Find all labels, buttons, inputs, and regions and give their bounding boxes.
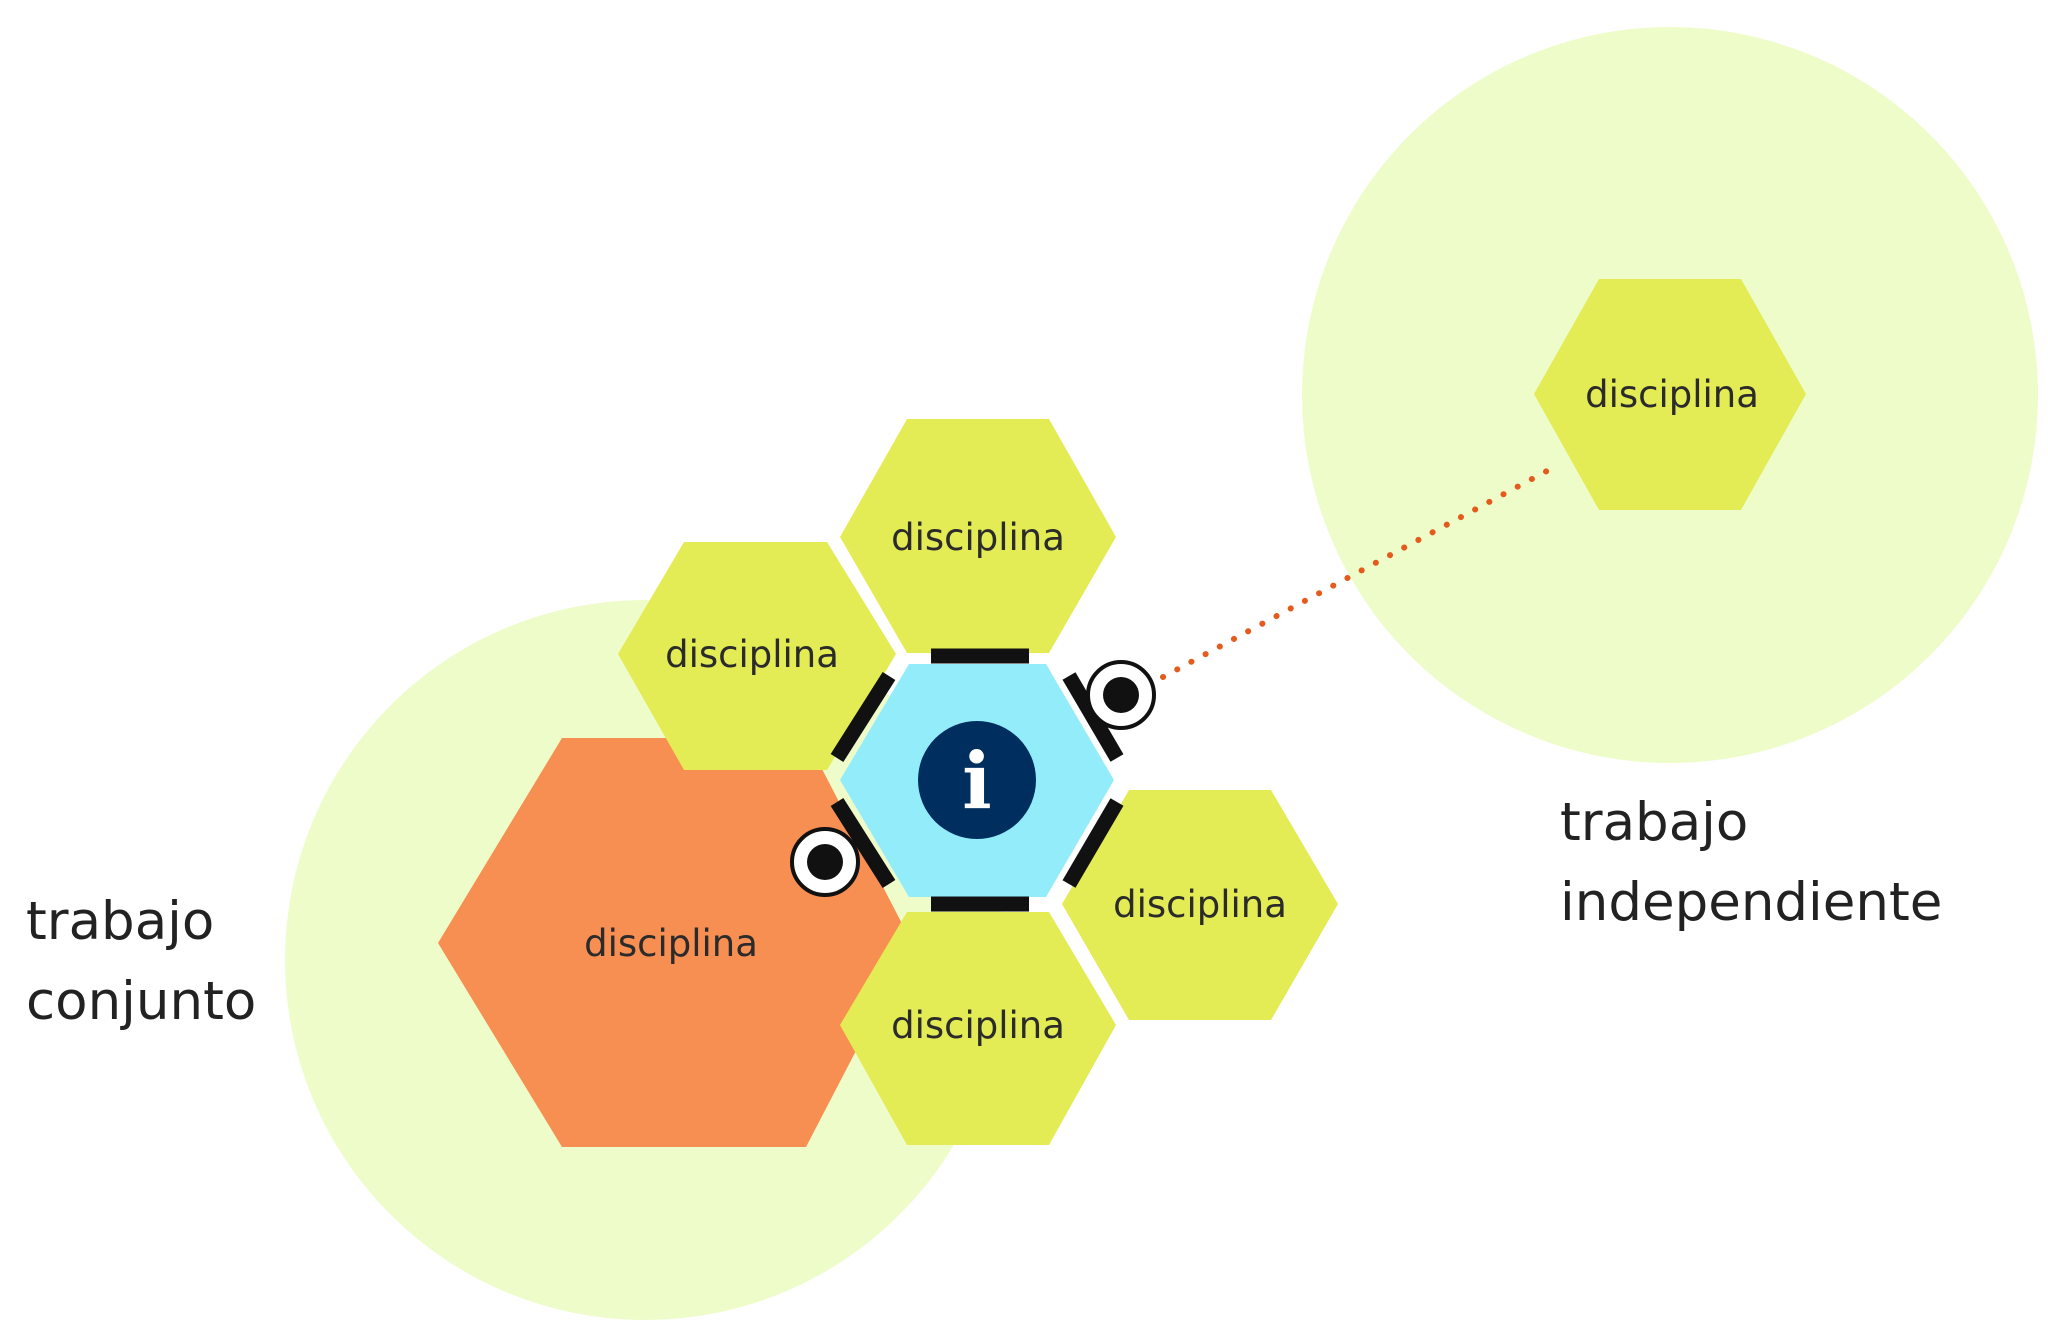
discipline-hex-upper-left[interactable]: disciplina <box>618 542 896 770</box>
joint-work-label: trabajo conjunto <box>26 891 256 1032</box>
discipline-hex-right-shape <box>1062 790 1338 1020</box>
node-dot-core <box>1103 677 1139 713</box>
independent-connector-line <box>1160 462 1561 680</box>
discipline-label: disciplina <box>891 516 1065 559</box>
node-dot-icon[interactable] <box>1086 660 1156 730</box>
discipline-hex-independent-shape <box>1534 279 1806 510</box>
discipline-label: disciplina <box>584 922 758 965</box>
connection-bars <box>830 648 1124 912</box>
discipline-hex-bottom-shape <box>840 912 1116 1145</box>
joint-work-label-line1: trabajo <box>26 891 214 952</box>
independent-work-label-line2: independiente <box>1560 872 1942 933</box>
connection-bar <box>1062 672 1124 762</box>
discipline-hex-right[interactable]: disciplina <box>1062 790 1338 1020</box>
discipline-hex-bottom[interactable]: disciplina <box>840 912 1116 1145</box>
discipline-label: disciplina <box>891 1004 1065 1047</box>
discipline-label: disciplina <box>1585 373 1759 416</box>
connection-bar <box>830 671 896 763</box>
info-icon <box>918 721 1036 839</box>
discipline-label: disciplina <box>1113 883 1287 926</box>
node-dot-icon[interactable] <box>790 827 860 897</box>
connection-bar <box>830 797 896 889</box>
discipline-label: disciplina <box>665 633 839 676</box>
independent-work-label-line1: trabajo <box>1560 792 1748 853</box>
independent-work-label: trabajo independiente <box>1560 792 1942 933</box>
discipline-hex-highlight[interactable]: disciplina <box>438 738 912 1147</box>
discipline-hex-top-shape <box>840 419 1116 653</box>
discipline-hex-top[interactable]: disciplina <box>840 419 1116 653</box>
center-info-node[interactable]: i <box>840 664 1114 897</box>
connection-bar <box>1062 798 1124 888</box>
info-icon-glyph: i <box>962 736 992 827</box>
discipline-hex-upper-left-shape <box>618 542 896 770</box>
joint-work-label-line2: conjunto <box>26 971 256 1032</box>
node-dot-core <box>807 844 843 880</box>
discipline-hex-independent[interactable]: disciplina <box>1534 279 1806 510</box>
discipline-hex-highlight-shape <box>438 738 912 1147</box>
